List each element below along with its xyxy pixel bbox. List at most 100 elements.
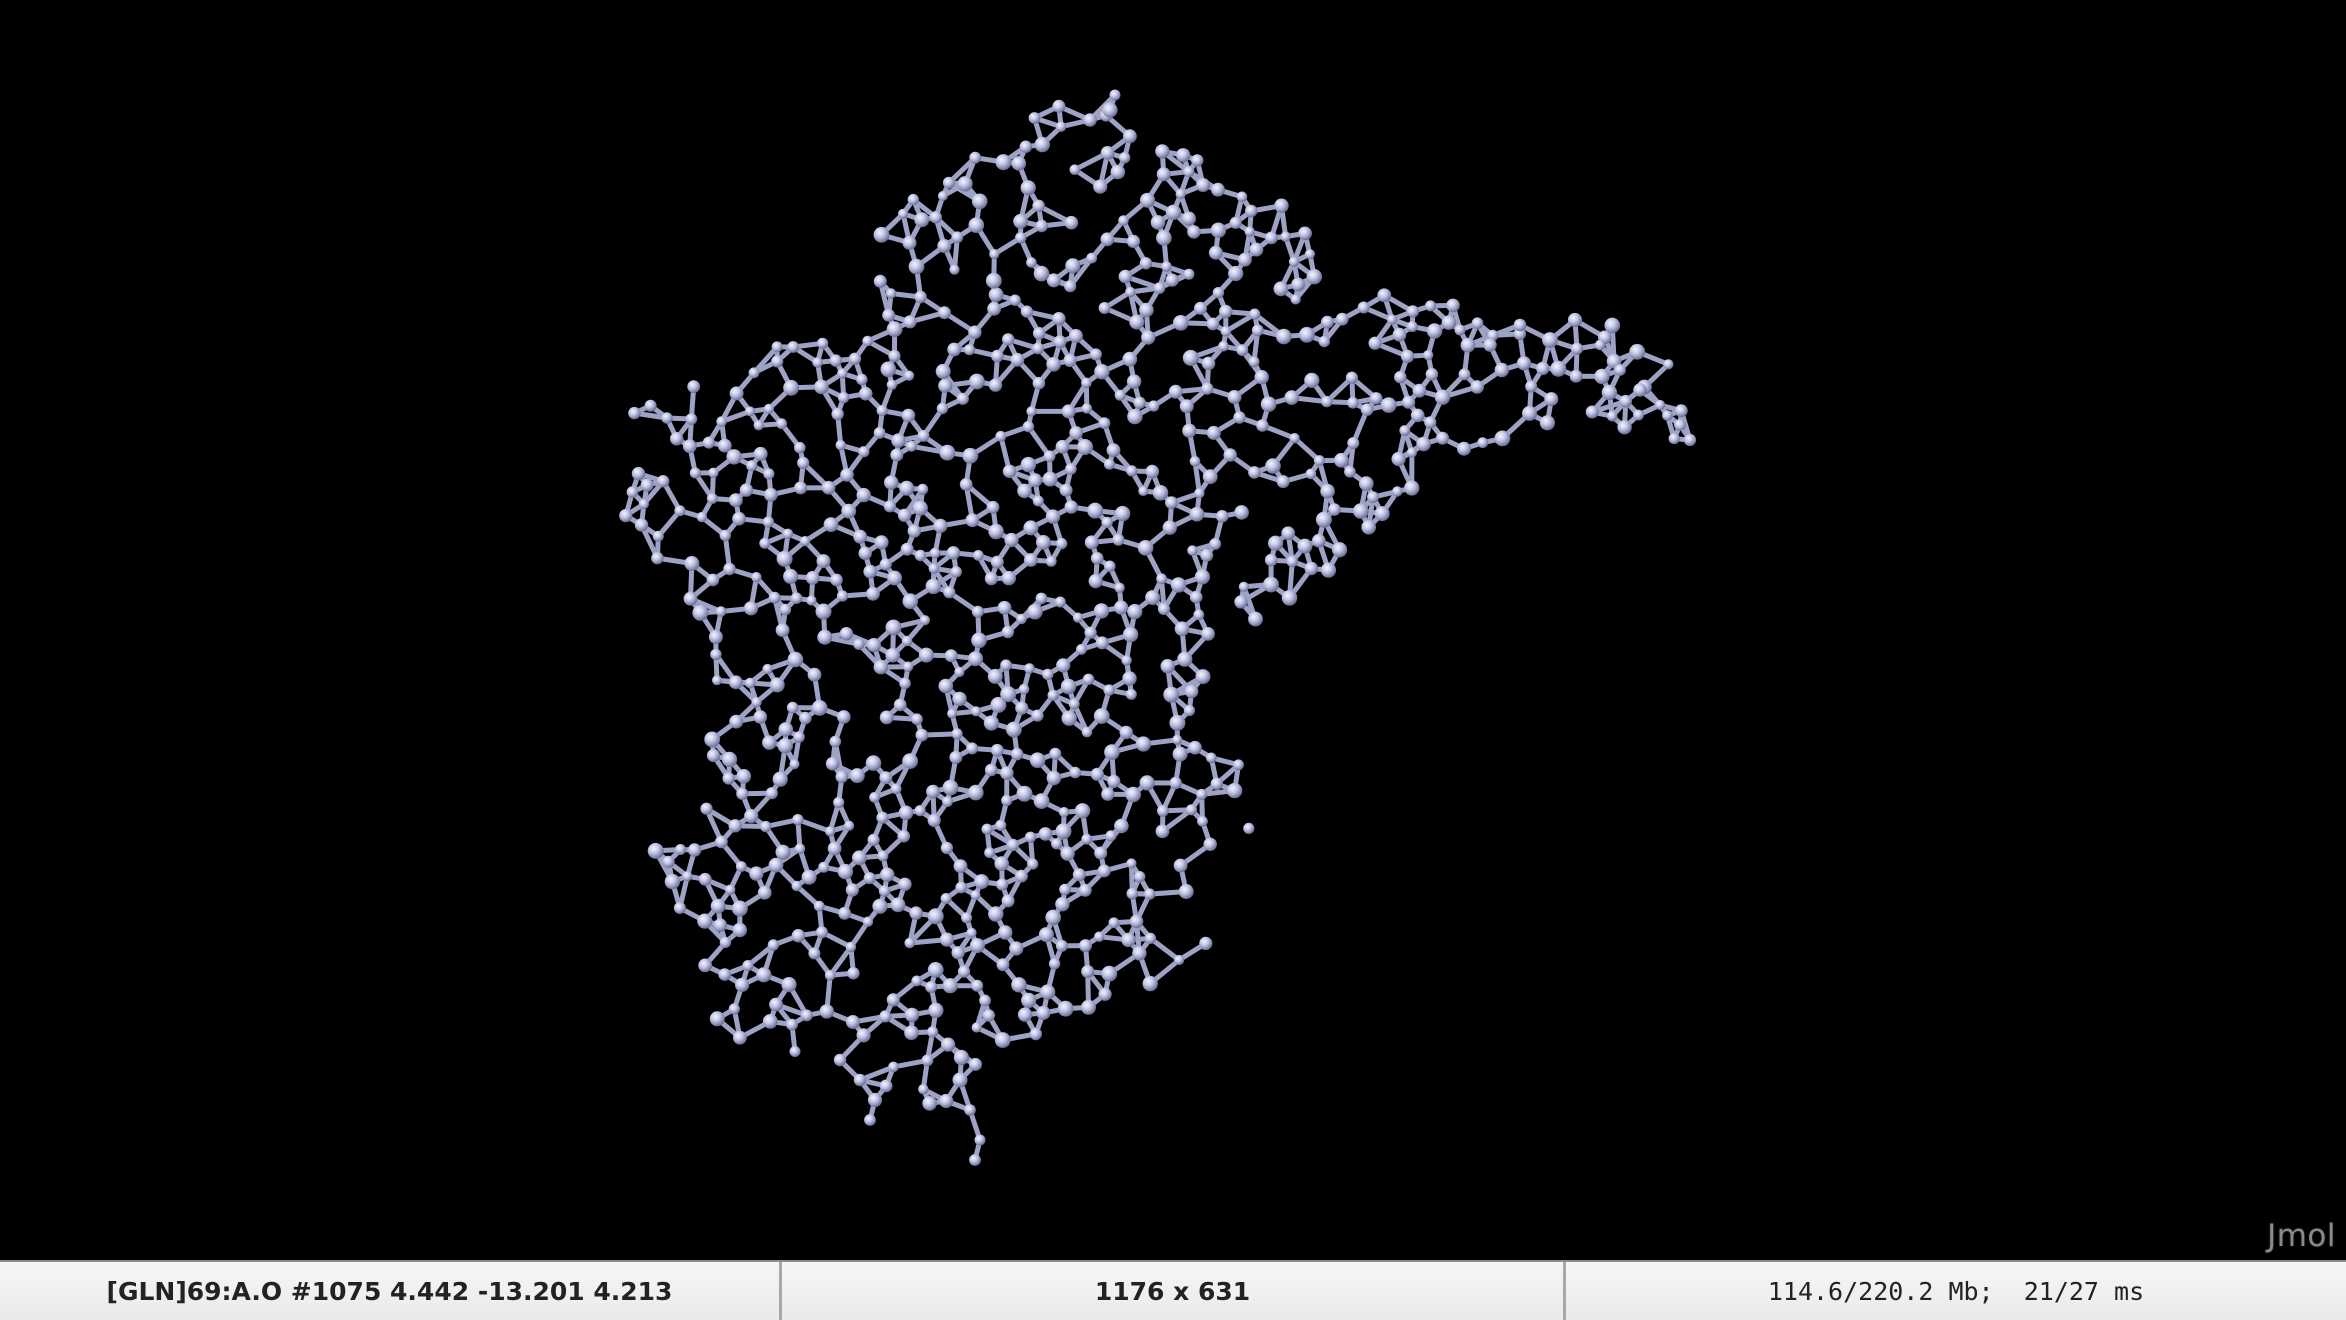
atom[interactable]	[817, 629, 833, 645]
atom[interactable]	[1032, 199, 1045, 213]
atom[interactable]	[1183, 704, 1195, 717]
atom[interactable]	[1425, 368, 1439, 381]
atom[interactable]	[989, 249, 1000, 260]
atom[interactable]	[721, 751, 738, 768]
atom[interactable]	[1047, 689, 1059, 701]
atom[interactable]	[940, 893, 952, 904]
atom[interactable]	[728, 675, 743, 690]
atom[interactable]	[783, 379, 799, 396]
atom[interactable]	[1392, 486, 1403, 497]
atom[interactable]	[1194, 301, 1207, 315]
atom[interactable]	[866, 638, 882, 653]
atom[interactable]	[942, 978, 958, 994]
atom[interactable]	[1065, 463, 1077, 475]
atom[interactable]	[689, 467, 701, 479]
atom[interactable]	[1105, 830, 1117, 842]
atom[interactable]	[1138, 486, 1149, 497]
atom[interactable]	[1002, 333, 1015, 346]
atom[interactable]	[1137, 540, 1154, 556]
atom[interactable]	[1017, 1007, 1033, 1022]
atom[interactable]	[903, 315, 917, 329]
atom[interactable]	[1078, 883, 1092, 897]
atom[interactable]	[753, 420, 764, 431]
atom[interactable]	[790, 592, 803, 604]
atom[interactable]	[797, 456, 810, 469]
atom[interactable]	[1068, 329, 1083, 343]
atom[interactable]	[885, 619, 902, 636]
atom[interactable]	[751, 572, 762, 583]
atom[interactable]	[1122, 626, 1139, 643]
atom[interactable]	[1668, 433, 1680, 445]
atom[interactable]	[1069, 164, 1081, 175]
atom[interactable]	[743, 601, 759, 616]
atom[interactable]	[933, 518, 948, 534]
atom[interactable]	[1281, 590, 1298, 606]
atom[interactable]	[937, 191, 948, 201]
atom[interactable]	[1141, 330, 1156, 345]
atom[interactable]	[939, 932, 955, 947]
atom[interactable]	[1494, 430, 1511, 447]
atom[interactable]	[1027, 603, 1043, 620]
atom[interactable]	[1086, 252, 1098, 264]
atom[interactable]	[661, 412, 673, 424]
atom[interactable]	[935, 363, 951, 379]
atom[interactable]	[1155, 144, 1170, 159]
atom[interactable]	[1081, 726, 1093, 738]
atom[interactable]	[1133, 396, 1146, 409]
atom[interactable]	[965, 513, 980, 528]
atom[interactable]	[1114, 389, 1126, 401]
atom[interactable]	[1320, 483, 1335, 499]
atom[interactable]	[988, 523, 1004, 540]
atom[interactable]	[928, 563, 939, 574]
atom[interactable]	[1536, 361, 1550, 376]
atom[interactable]	[990, 696, 1007, 713]
atom[interactable]	[1619, 394, 1632, 408]
atom[interactable]	[778, 722, 794, 737]
atom[interactable]	[634, 518, 649, 532]
atom[interactable]	[897, 829, 910, 843]
atom[interactable]	[1118, 215, 1129, 226]
atom[interactable]	[1334, 452, 1349, 468]
atom[interactable]	[757, 885, 772, 900]
atom[interactable]	[1196, 178, 1211, 192]
atom[interactable]	[1228, 265, 1244, 282]
atom[interactable]	[1021, 992, 1037, 1009]
atom[interactable]	[709, 1011, 725, 1027]
atom[interactable]	[1006, 838, 1020, 852]
atom[interactable]	[984, 572, 999, 586]
atom[interactable]	[640, 478, 654, 492]
atom[interactable]	[973, 550, 984, 561]
atom[interactable]	[863, 872, 876, 885]
atom[interactable]	[942, 176, 955, 189]
atom[interactable]	[739, 483, 754, 497]
atom[interactable]	[882, 308, 895, 322]
atom[interactable]	[1139, 302, 1154, 318]
atom[interactable]	[728, 1003, 740, 1015]
atom[interactable]	[1015, 869, 1028, 883]
atom[interactable]	[722, 772, 735, 785]
atom[interactable]	[817, 337, 829, 349]
atom[interactable]	[1182, 349, 1199, 366]
atom[interactable]	[1544, 392, 1559, 407]
atom[interactable]	[1312, 533, 1326, 548]
atom[interactable]	[898, 208, 909, 219]
atom[interactable]	[914, 805, 926, 817]
atom[interactable]	[821, 480, 836, 495]
atom[interactable]	[1114, 582, 1125, 593]
atom[interactable]	[1298, 226, 1312, 241]
atom[interactable]	[941, 1037, 956, 1052]
atom[interactable]	[939, 1093, 954, 1109]
atom[interactable]	[1248, 466, 1261, 479]
atom[interactable]	[806, 595, 817, 606]
atom[interactable]	[1321, 315, 1334, 329]
atom[interactable]	[867, 833, 880, 847]
atom[interactable]	[1002, 464, 1017, 478]
atom[interactable]	[1470, 380, 1484, 394]
atom[interactable]	[1064, 215, 1079, 230]
atom[interactable]	[1368, 336, 1382, 350]
atom[interactable]	[985, 272, 1002, 289]
atom[interactable]	[1306, 269, 1323, 285]
atom[interactable]	[1103, 458, 1115, 470]
atom[interactable]	[1305, 468, 1317, 480]
atom[interactable]	[751, 697, 762, 708]
